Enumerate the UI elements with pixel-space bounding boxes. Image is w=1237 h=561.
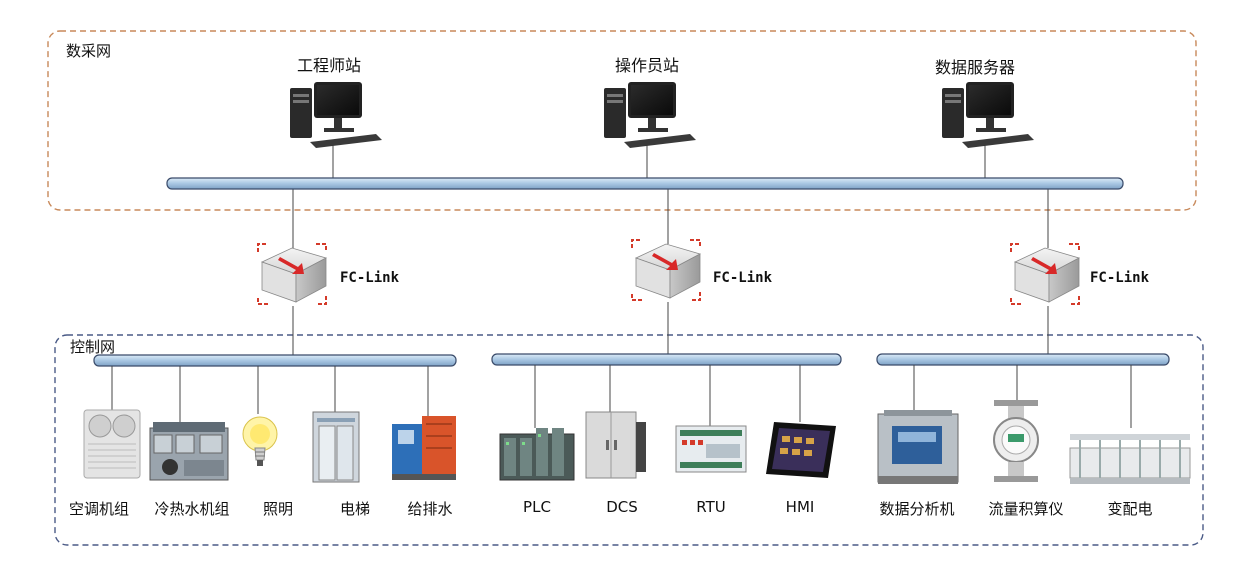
- fc-link-gateway-3-icon: [1010, 243, 1081, 305]
- fc-link-label-2: FC-Link: [713, 270, 773, 286]
- control-bus-3: [876, 353, 1170, 366]
- control-network-zone: [54, 334, 1204, 546]
- water-pump-icon: [392, 416, 456, 480]
- device-label-hmi: HMI: [785, 498, 815, 516]
- data-server-computer-icon: [942, 82, 1034, 148]
- light-bulb-icon: [242, 416, 278, 466]
- device-label-dcs: DCS: [606, 498, 638, 516]
- control-bus-2: [491, 353, 842, 366]
- data-server-label: 数据服务器: [934, 58, 1015, 77]
- fc-link-label-3: FC-Link: [1090, 270, 1150, 286]
- control-bus-1: [93, 354, 457, 367]
- device-label-rtu: RTU: [696, 498, 726, 516]
- device-label-analyzer: 数据分析机: [879, 500, 955, 518]
- device-label-flow-meter: 流量积算仪: [988, 500, 1064, 518]
- device-connectors: [111, 365, 1132, 428]
- device-label-elevator: 电梯: [339, 500, 370, 518]
- fc-link-gateway-2-icon: [631, 239, 702, 301]
- device-label-plc: PLC: [523, 498, 551, 516]
- operator-station-computer-icon: [604, 82, 696, 148]
- device-label-water: 给排水: [407, 500, 453, 518]
- elevator-icon: [312, 411, 360, 483]
- chiller-icon: [149, 422, 229, 481]
- fc-link-gateway-1-icon: [257, 243, 328, 305]
- acquisition-network-zone: [47, 30, 1197, 211]
- gateway-connectors: [292, 188, 1049, 358]
- acquisition-network-label: 数采网: [66, 42, 112, 60]
- plc-icon: [499, 428, 575, 481]
- rtu-board-icon: [675, 425, 747, 473]
- dcs-cabinet-icon: [585, 411, 646, 479]
- operator-station-label: 操作员站: [614, 56, 679, 75]
- device-label-power: 变配电: [1107, 500, 1153, 518]
- flow-meter-icon: [993, 400, 1039, 482]
- station-connectors: [332, 145, 986, 180]
- power-distribution-icon: [1069, 434, 1191, 484]
- engineer-station-label: 工程师站: [296, 56, 361, 75]
- acquisition-bus: [166, 177, 1124, 190]
- ac-unit-icon: [83, 409, 141, 479]
- control-network-label: 控制网: [70, 338, 116, 356]
- fc-link-label-1: FC-Link: [340, 270, 400, 286]
- analyzer-icon: [877, 410, 959, 484]
- engineer-station-computer-icon: [290, 82, 382, 148]
- device-label-chiller: 冷热水机组: [154, 500, 230, 518]
- device-label-lighting: 照明: [262, 500, 293, 518]
- device-label-ac-unit: 空调机组: [68, 500, 129, 518]
- hmi-tablet-icon: [766, 422, 836, 478]
